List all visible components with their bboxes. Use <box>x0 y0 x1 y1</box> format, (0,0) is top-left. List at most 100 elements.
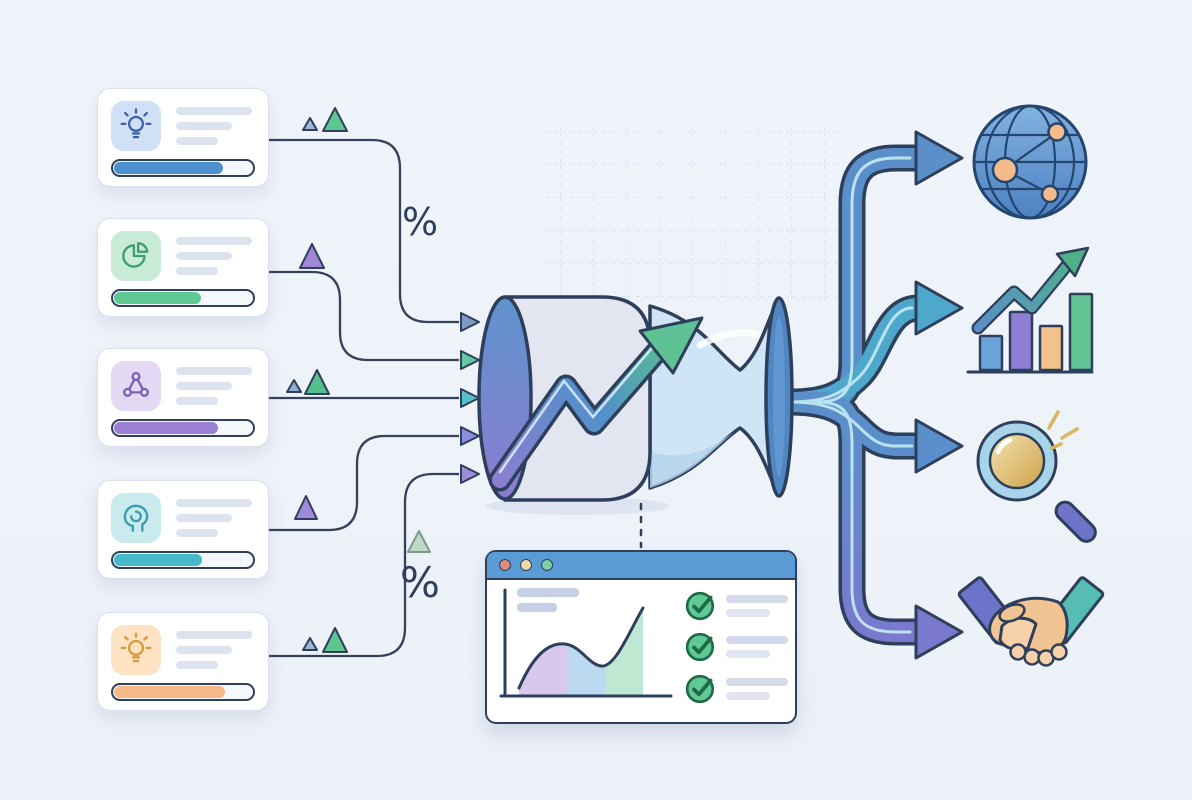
triangle-up-icon <box>299 243 325 269</box>
input-arrow-icon <box>460 464 480 484</box>
progress-bar <box>111 419 255 437</box>
network-icon <box>122 371 150 397</box>
check-icon <box>685 632 715 662</box>
checklist-row <box>685 590 788 622</box>
text-line <box>176 514 232 522</box>
text-line <box>176 499 252 507</box>
lightbulb-icon <box>120 108 152 139</box>
triangle-up-icon <box>302 117 318 131</box>
text-line <box>517 588 579 597</box>
text-line <box>176 237 252 245</box>
text-line <box>517 603 557 612</box>
input-arrow-icon <box>460 312 480 332</box>
text-line <box>176 397 218 405</box>
input-card-3 <box>97 348 269 447</box>
branch-arrowheads <box>914 130 964 660</box>
text-line <box>176 252 232 260</box>
traffic-light-yellow-icon <box>520 559 532 571</box>
node-dot <box>1047 122 1067 142</box>
background-grid <box>540 128 840 306</box>
check-icon <box>685 674 715 704</box>
progress-fill <box>114 292 201 304</box>
text-line <box>176 646 232 654</box>
text-lines <box>726 636 788 658</box>
text-line <box>176 107 252 115</box>
card-icon-tile <box>111 625 161 675</box>
window-titlebar <box>487 552 795 580</box>
progress-bar <box>111 159 255 177</box>
branch-arrow-icon <box>914 280 964 336</box>
input-card-2 <box>97 218 269 317</box>
magnifier-icon <box>976 410 1097 543</box>
trend-curve <box>517 606 645 690</box>
input-connector-lines <box>267 138 459 658</box>
checklist-row <box>685 673 788 705</box>
progress-bar <box>111 289 255 307</box>
triangle-markers <box>286 107 431 653</box>
browser-window <box>485 550 797 724</box>
input-arrow-icon <box>460 426 480 446</box>
window-content <box>487 580 795 718</box>
text-lines <box>726 678 788 700</box>
card-icon-tile <box>111 231 161 281</box>
connector-line <box>267 434 459 532</box>
mini-area-chart <box>499 588 673 698</box>
connector-line <box>267 270 459 362</box>
progress-fill <box>114 162 224 174</box>
input-arrowheads <box>460 312 480 484</box>
traffic-light-green-icon <box>541 559 553 571</box>
text-line <box>176 367 252 375</box>
text-line <box>176 137 218 145</box>
traffic-light-red-icon <box>499 559 511 571</box>
text-line <box>176 122 232 130</box>
percent-symbol-bottom: % <box>400 558 440 607</box>
progress-fill <box>114 422 218 434</box>
branch-arrow-icon <box>914 418 964 474</box>
percent-symbol-top: % <box>402 200 438 244</box>
progress-fill <box>114 686 225 698</box>
card-icon-tile <box>111 361 161 411</box>
input-arrow-icon <box>460 350 480 370</box>
bar-chart-icon <box>966 246 1094 374</box>
chart-axes <box>499 588 673 698</box>
text-line <box>176 267 218 275</box>
input-card-4 <box>97 480 269 579</box>
text-lines <box>726 595 788 617</box>
progress-bar <box>111 683 255 701</box>
progress-bar <box>111 551 255 569</box>
triangle-up-icon <box>294 495 318 520</box>
progress-fill <box>114 554 203 566</box>
globe-icon <box>972 104 1088 220</box>
output-branches <box>788 130 964 660</box>
triangle-up-icon <box>302 637 318 651</box>
triangle-up-icon <box>286 379 302 393</box>
triangle-up-icon <box>407 530 431 553</box>
text-line <box>176 382 232 390</box>
node-dot <box>1040 184 1060 204</box>
connector-line <box>267 472 459 658</box>
trend-zigzag-arrow <box>488 316 704 492</box>
triangle-up-icon <box>304 369 330 395</box>
checklist-row <box>685 631 788 663</box>
card-icon-tile <box>111 493 161 543</box>
lightbulb-icon <box>120 632 152 663</box>
area-bands <box>519 608 643 696</box>
text-line <box>176 529 218 537</box>
triangle-up-icon <box>322 627 348 653</box>
pie-chart-icon <box>122 242 149 268</box>
text-line <box>176 661 218 669</box>
connector-line <box>267 138 459 324</box>
node-dot <box>991 156 1019 184</box>
branch-arrow-icon <box>914 130 964 186</box>
input-card-1 <box>97 88 269 187</box>
check-icon <box>685 591 715 621</box>
input-card-5 <box>97 612 269 711</box>
triangle-up-icon <box>322 107 348 132</box>
branch-arrow-icon <box>914 604 964 660</box>
card-icon-tile <box>111 101 161 151</box>
text-line <box>176 631 252 639</box>
input-arrow-icon <box>460 388 480 408</box>
head-profile-icon <box>123 504 149 532</box>
